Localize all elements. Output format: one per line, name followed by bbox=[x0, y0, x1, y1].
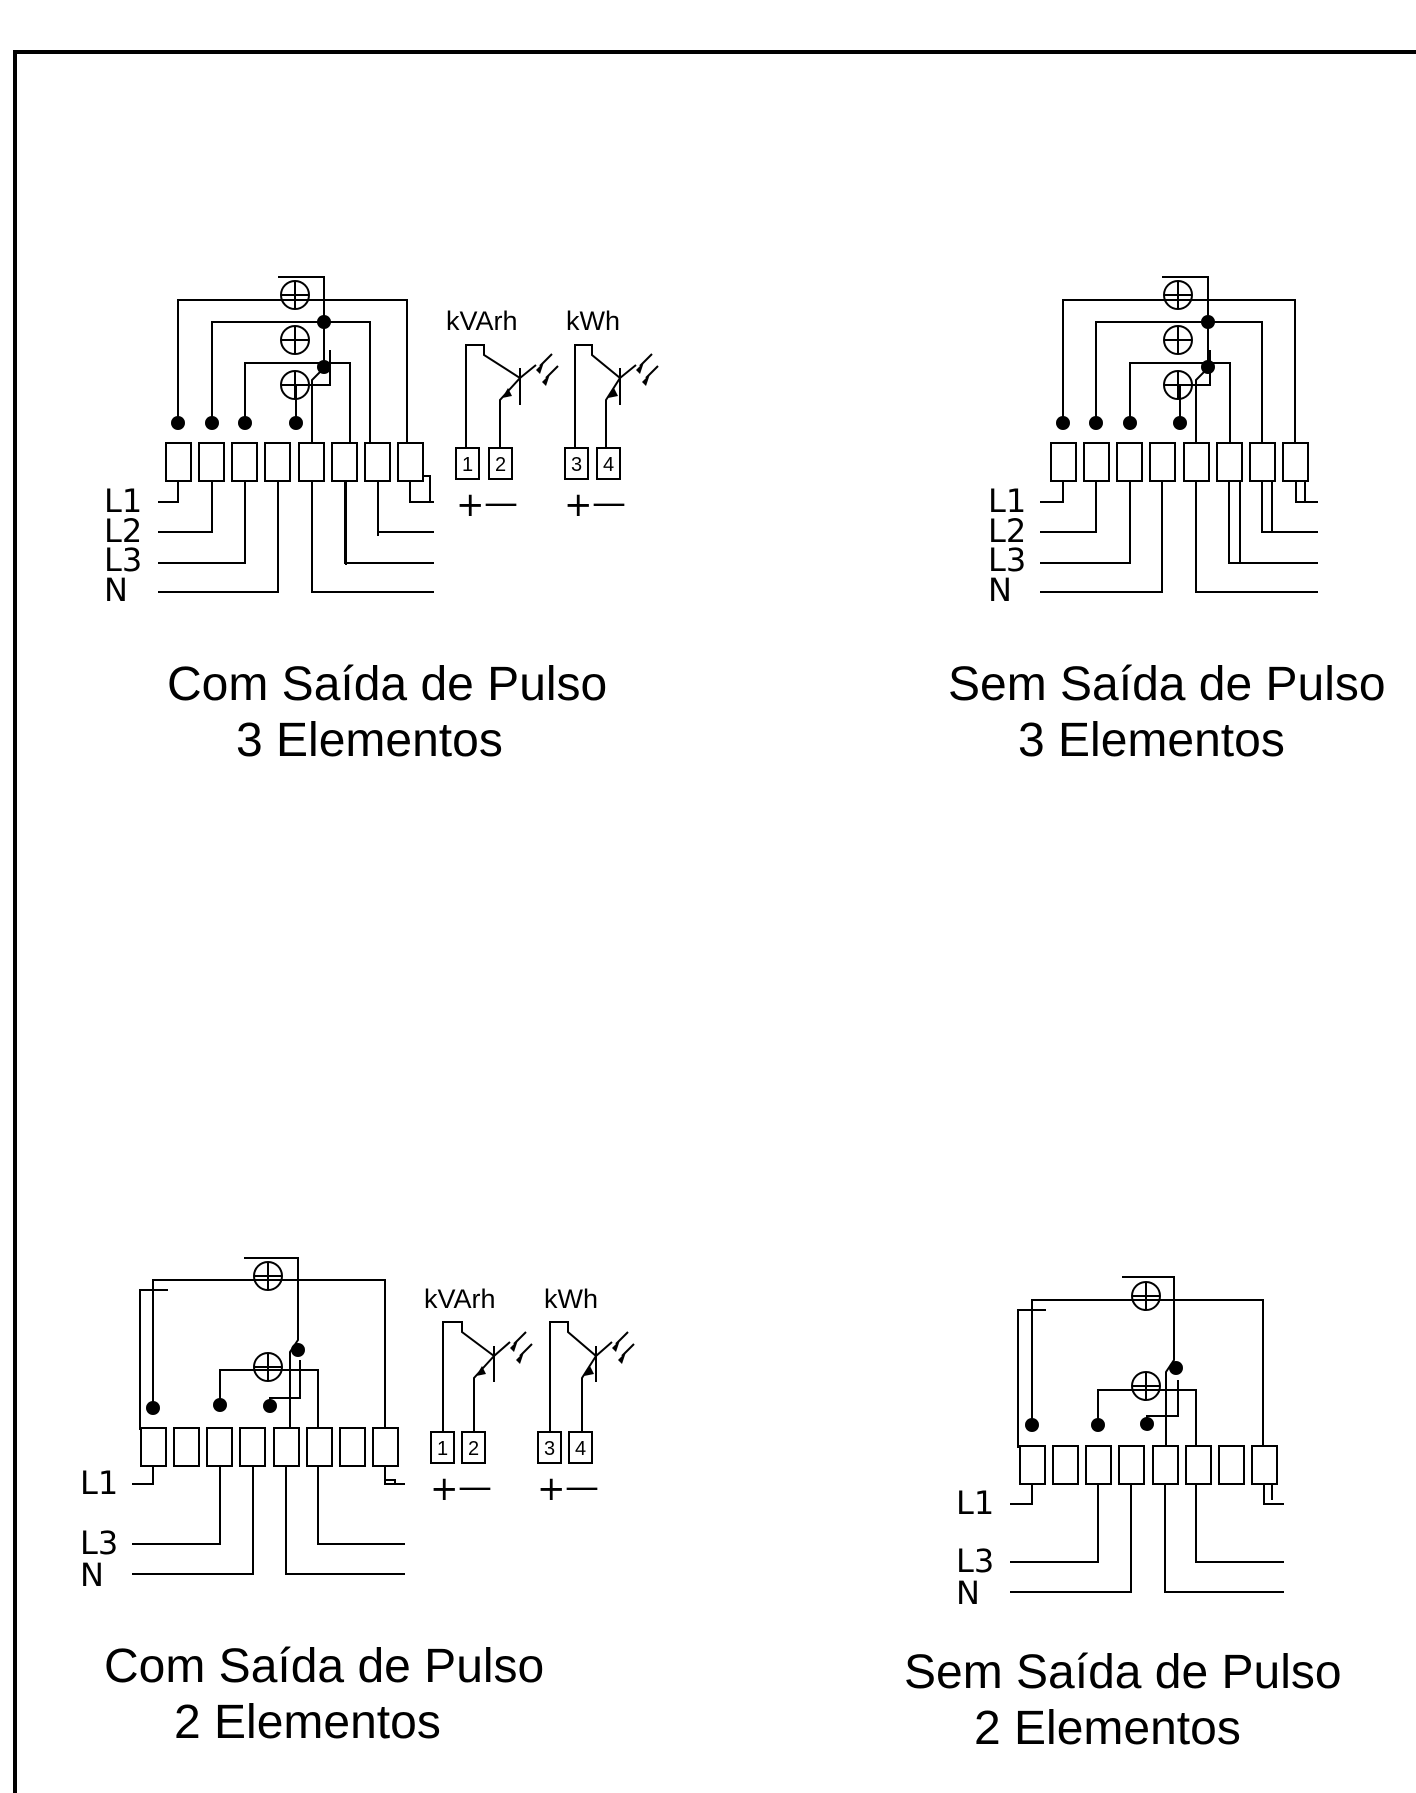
line-l3-wire bbox=[158, 481, 246, 564]
polarity-minus: — bbox=[592, 483, 626, 523]
vertical-bus bbox=[244, 1257, 299, 1430]
polarity-plus: + bbox=[456, 485, 485, 525]
pulse-terminal-number: 4 bbox=[575, 1438, 586, 1460]
ct-loop-inner bbox=[1097, 1389, 1197, 1478]
line-label: N bbox=[80, 1556, 104, 1594]
output-label: kVArh bbox=[424, 1284, 496, 1314]
line-label: L1 bbox=[988, 482, 1026, 520]
caption-line-2: 2 Elementos bbox=[174, 1696, 441, 1749]
pulse-terminal-number: 4 bbox=[603, 454, 614, 476]
load-l1-wire bbox=[409, 481, 434, 503]
panel-com-2-elementos: L1 L3 N kVArh 1 2 + — kWh 3 4 + — Com Sa… bbox=[80, 1257, 635, 1749]
line-label: L2 bbox=[104, 512, 142, 550]
pulse-terminal bbox=[455, 447, 480, 480]
junction-dot bbox=[317, 315, 331, 329]
caption-line-2: 2 Elementos bbox=[974, 1702, 1241, 1755]
caption-line-1: Sem Saída de Pulso bbox=[948, 658, 1386, 711]
caption-line-1: Sem Saída de Pulso bbox=[904, 1646, 1342, 1699]
junction-dot bbox=[238, 416, 252, 430]
line-label: L3 bbox=[988, 541, 1026, 579]
caption-line-2: 3 Elementos bbox=[236, 714, 503, 767]
load-n-wire bbox=[311, 481, 434, 593]
output-label: kWh bbox=[566, 306, 620, 336]
pulse-terminal-number: 3 bbox=[544, 1438, 555, 1460]
line-label: N bbox=[104, 571, 128, 609]
terminal bbox=[165, 442, 192, 482]
page-frame bbox=[13, 50, 1416, 1793]
line-l1-wire bbox=[158, 481, 179, 503]
line-label: L1 bbox=[956, 1484, 994, 1522]
polarity-minus: — bbox=[484, 483, 518, 523]
panel-sem-2-elementos: L1 L3 N Sem Saída de Pulso 2 Elementos bbox=[904, 1276, 1342, 1755]
terminal bbox=[264, 442, 291, 482]
line-label: N bbox=[956, 1574, 980, 1612]
line-label: L3 bbox=[956, 1542, 994, 1580]
ct-loop-inner bbox=[219, 1369, 319, 1460]
line-l2-wire bbox=[158, 481, 213, 533]
panel-sem-3-elementos: L1 L2 L3 N Sem Saída de Pulso 3 Elemento… bbox=[948, 276, 1386, 767]
pulse-terminal-number: 3 bbox=[571, 454, 582, 476]
pulse-terminal-number: 2 bbox=[468, 1438, 479, 1460]
terminal bbox=[364, 442, 391, 482]
pulse-terminal bbox=[488, 447, 513, 480]
panel-com-3-elementos: L1 L2 L3 N kVArh 1 2 + — kWh 3 4 + — Com bbox=[104, 276, 659, 767]
polarity-plus: + bbox=[430, 1469, 459, 1509]
caption-line-1: Com Saída de Pulso bbox=[104, 1640, 544, 1693]
caption-line-1: Com Saída de Pulso bbox=[167, 658, 607, 711]
load-l2-wire bbox=[377, 481, 434, 533]
optocoupler-wire bbox=[465, 344, 521, 448]
line-label: L1 bbox=[80, 1464, 118, 1502]
output-label: kVArh bbox=[446, 306, 518, 336]
junction-dot bbox=[289, 416, 303, 430]
pulse-terminal-number: 1 bbox=[437, 1438, 448, 1460]
vertical-bus bbox=[1122, 1276, 1175, 1448]
pulse-terminal bbox=[564, 447, 589, 480]
pulse-terminal-number: 2 bbox=[495, 454, 506, 476]
polarity-plus: + bbox=[564, 485, 593, 525]
pulse-terminal-number: 1 bbox=[462, 454, 473, 476]
load-l3-wire bbox=[344, 481, 434, 564]
line-label: L2 bbox=[988, 512, 1026, 550]
polarity-plus: + bbox=[537, 1469, 566, 1509]
line-label: N bbox=[988, 571, 1012, 609]
terminal bbox=[231, 442, 258, 482]
output-label: kWh bbox=[544, 1284, 598, 1314]
line-n-wire bbox=[158, 481, 279, 593]
junction-dot bbox=[205, 416, 219, 430]
terminal bbox=[397, 442, 424, 482]
line-label: L3 bbox=[80, 1524, 118, 1562]
pulse-terminal bbox=[596, 447, 621, 480]
polarity-minus: — bbox=[565, 1467, 599, 1507]
terminal bbox=[331, 442, 358, 482]
line-label: L3 bbox=[104, 541, 142, 579]
junction-dot bbox=[317, 360, 331, 374]
line-label: L1 bbox=[104, 482, 142, 520]
polarity-minus: — bbox=[458, 1467, 492, 1507]
terminal bbox=[198, 442, 225, 482]
ct-loop-outer bbox=[177, 299, 431, 502]
caption-line-2: 3 Elementos bbox=[1018, 714, 1285, 767]
junction-dot bbox=[171, 416, 185, 430]
terminal bbox=[298, 442, 325, 482]
